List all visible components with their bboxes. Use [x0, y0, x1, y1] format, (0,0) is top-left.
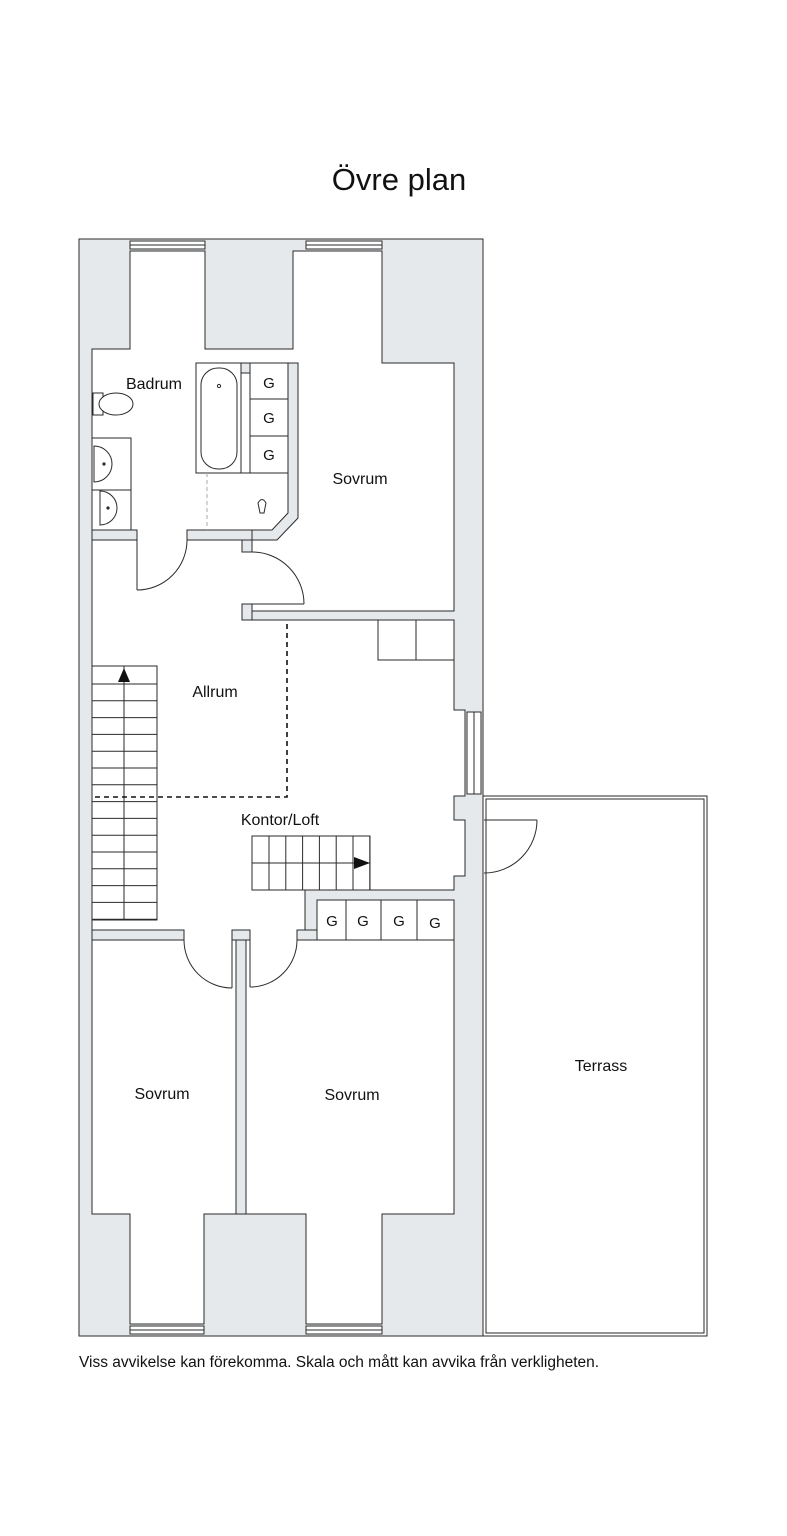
room-label-sovrum-left: Sovrum	[134, 1086, 189, 1103]
loft-staircase	[251, 835, 371, 891]
terrace	[482, 795, 708, 1337]
closets-top: G G G	[249, 362, 289, 474]
closet-label: G	[326, 913, 338, 930]
arrow-up-icon	[118, 668, 130, 682]
cabinets	[377, 619, 455, 661]
closet-label: G	[357, 913, 369, 930]
room-label-allrum: Allrum	[192, 684, 237, 701]
bathtub-icon	[195, 362, 242, 474]
arrow-right-icon	[354, 857, 370, 869]
room-label-badrum: Badrum	[126, 376, 182, 393]
shower-icon	[257, 499, 267, 514]
closet-3	[249, 435, 289, 474]
sink-icon	[91, 437, 132, 491]
room-label-sovrum-top: Sovrum	[332, 471, 387, 488]
main-staircase	[91, 665, 158, 921]
interior-walls	[91, 362, 318, 1215]
room-label-terrass: Terrass	[575, 1058, 627, 1075]
floor-opening-outline	[92, 624, 288, 798]
toilet-icon	[92, 392, 134, 416]
exterior-walls	[78, 238, 484, 1337]
closet-2	[249, 398, 289, 437]
room-label-sovrum-mid: Sovrum	[324, 1087, 379, 1104]
closet-label: G	[429, 915, 441, 932]
closets-bottom: G G G G	[316, 899, 455, 941]
closet-label: G	[393, 913, 405, 930]
closet-label: G	[263, 375, 275, 392]
sink-icon	[91, 489, 132, 531]
closet-label: G	[263, 410, 275, 427]
room-label-kontor: Kontor/Loft	[241, 812, 320, 829]
doors	[136, 539, 538, 989]
plan-title: Övre plan	[332, 162, 466, 197]
windows	[129, 240, 482, 1335]
closet-label: G	[263, 447, 275, 464]
closet-1	[249, 362, 289, 400]
disclaimer: Viss avvikelse kan förekomma. Skala och …	[79, 1354, 599, 1371]
